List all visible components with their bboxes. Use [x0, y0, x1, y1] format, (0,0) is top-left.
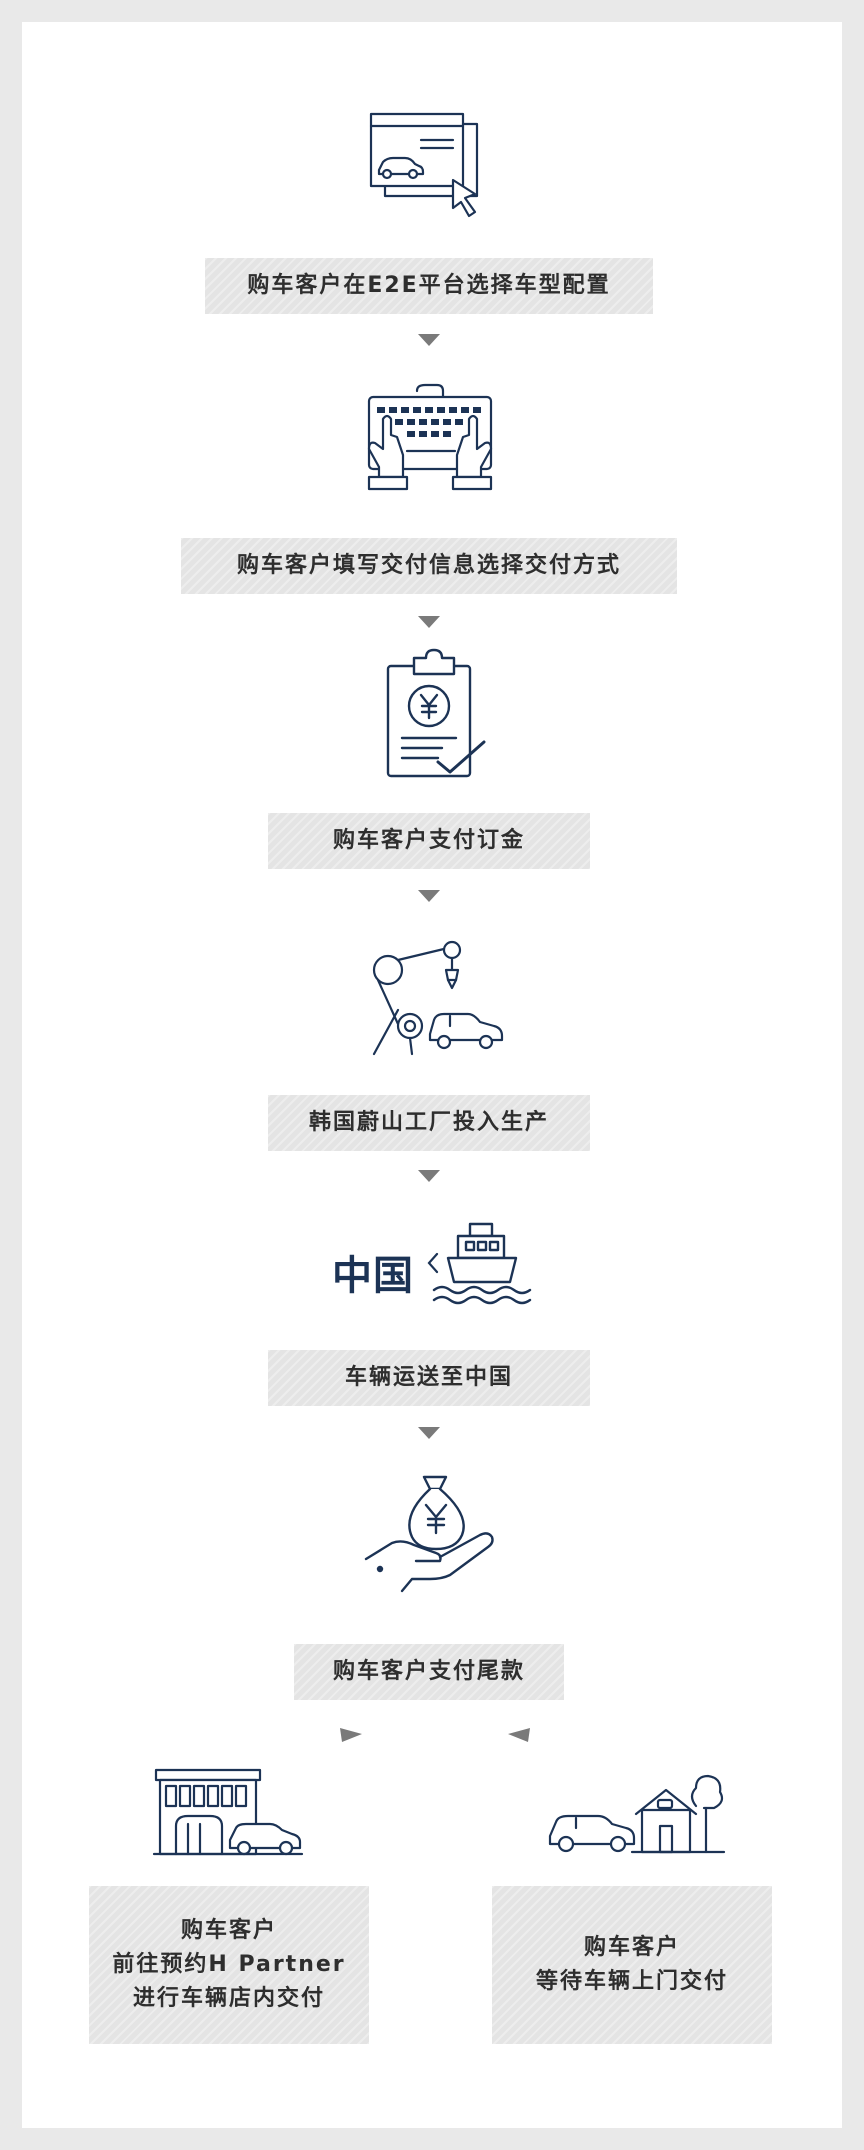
down-arrow-5	[418, 1427, 440, 1439]
down-arrow-1	[418, 334, 440, 346]
car-house-icon	[546, 1770, 726, 1854]
clipboard-yen-check-icon	[380, 648, 490, 782]
step-label-5: 车辆运送至中国	[268, 1350, 590, 1406]
step-label-3: 购车客户支付订金	[268, 813, 590, 869]
ship-icon	[432, 1220, 532, 1310]
step-label-1: 购车客户在E2E平台选择车型配置	[205, 258, 653, 314]
option-store-line-1: 购车客户	[180, 1917, 277, 1943]
option-label-store: 购车客户 前往预约H Partner 进行车辆店内交付	[89, 1886, 369, 2044]
option-label-home: 购车客户 等待车辆上门交付	[492, 1886, 772, 2044]
down-arrow-2	[418, 616, 440, 628]
down-arrow-4	[418, 1170, 440, 1182]
robot-arm-car-icon	[368, 940, 510, 1056]
browser-car-cursor-icon	[365, 110, 495, 220]
down-arrow-3	[418, 890, 440, 902]
step-label-2: 购车客户填写交付信息选择交付方式	[181, 538, 677, 594]
destination-text: 中国	[332, 1253, 414, 1299]
option-store-line-2: 前往预约H Partner	[112, 1951, 346, 1977]
step-label-4: 韩国蔚山工厂投入生产	[268, 1095, 590, 1151]
option-home-line-1: 购车客户	[583, 1934, 680, 1960]
option-store-line-3: 进行车辆店内交付	[132, 1986, 325, 2012]
hand-money-bag-icon	[362, 1475, 502, 1600]
split-arrow-right	[506, 1724, 532, 1744]
option-home-line-2: 等待车辆上门交付	[535, 1969, 728, 1994]
keyboard-hands-icon	[355, 383, 505, 500]
step-label-6: 购车客户支付尾款	[294, 1644, 564, 1700]
split-arrow-left	[338, 1724, 364, 1744]
dealership-car-icon	[152, 1768, 304, 1856]
chevron-left-icon	[425, 1248, 441, 1278]
